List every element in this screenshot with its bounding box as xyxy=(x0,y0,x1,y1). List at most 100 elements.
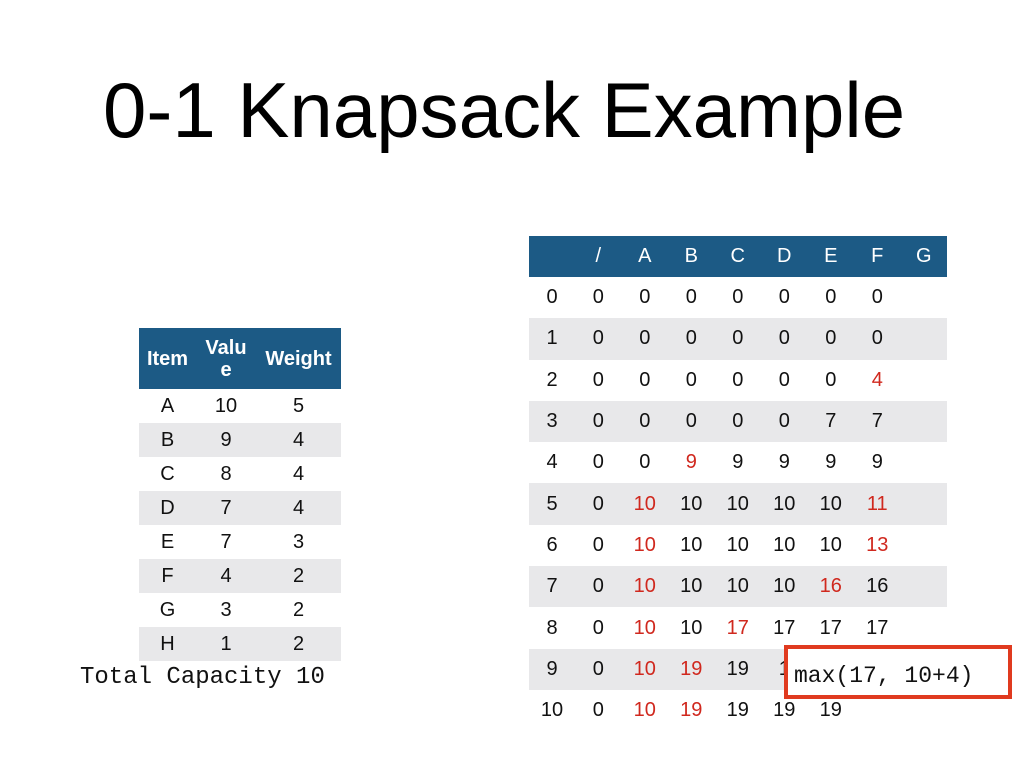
dp-value-cell: 10 xyxy=(680,616,703,639)
dp-value-cell xyxy=(901,360,948,401)
dp-value-cell: 10 xyxy=(633,616,656,639)
dp-value-cell: 16 xyxy=(807,566,854,608)
dp-header-cell: F xyxy=(854,236,901,277)
item-weight-cell: 4 xyxy=(292,462,305,485)
item-value-cell: 4 xyxy=(196,559,256,593)
dp-value-cell: 0 xyxy=(685,368,697,391)
item-item-cell: C xyxy=(160,462,175,485)
dp-value-cell: 10 xyxy=(807,483,854,525)
dp-header-cell: B xyxy=(668,236,715,277)
dp-value-cell: 13 xyxy=(866,533,889,556)
dp-value-cell: 0 xyxy=(714,400,761,443)
dp-value-cell xyxy=(900,400,947,443)
dp-value-cell: 16 xyxy=(854,566,901,608)
item-value-cell: 8 xyxy=(220,462,232,485)
item-header: Item xyxy=(139,328,196,389)
item-weight-cell: 2 xyxy=(256,559,341,593)
dp-value-cell: 0 xyxy=(592,533,604,556)
dp-capacity-cell: 8 xyxy=(546,616,558,639)
item-value-cell: 10 xyxy=(214,394,238,417)
dp-value-cell: 17 xyxy=(773,616,796,639)
item-value-cell: 9 xyxy=(196,423,256,457)
dp-capacity-cell: 6 xyxy=(546,533,558,556)
dp-value-cell: 0 xyxy=(592,616,604,639)
dp-value-cell: 0 xyxy=(621,318,668,360)
dp-capacity-cell: 7 xyxy=(529,566,575,608)
items-header-row: Item Valu e Weight xyxy=(139,328,341,389)
dp-value-cell: 19 xyxy=(773,699,796,722)
dp-capacity-cell: 5 xyxy=(529,483,575,525)
dp-capacity-cell: 2 xyxy=(546,368,558,391)
dp-value-cell: 10 xyxy=(668,566,715,608)
dp-value-cell xyxy=(900,483,947,525)
dp-capacity-cell: 1 xyxy=(529,318,575,360)
item-value-cell: 1 xyxy=(196,627,256,661)
max-callout: max(17, 10+4) xyxy=(784,645,1012,699)
dp-value-cell: 4 xyxy=(871,368,883,391)
dp-value-cell: 0 xyxy=(575,318,622,360)
dp-capacity-cell: 10 xyxy=(540,699,564,722)
dp-value-cell: 0 xyxy=(871,286,883,309)
dp-value-cell: 19 xyxy=(668,648,715,690)
item-item-cell: E xyxy=(160,530,175,553)
dp-value-cell: 19 xyxy=(819,699,842,722)
dp-value-cell xyxy=(901,442,948,483)
dp-value-cell: 7 xyxy=(807,400,854,443)
item-weight-cell: 5 xyxy=(292,394,305,417)
item-item-cell: B xyxy=(139,423,196,457)
dp-value-cell xyxy=(901,607,948,648)
dp-value-cell: 0 xyxy=(592,699,604,722)
dp-value-cell: 0 xyxy=(575,566,622,608)
item-weight-cell: 2 xyxy=(292,598,305,621)
dp-value-cell: 10 xyxy=(819,533,842,556)
item-item-cell: A xyxy=(160,394,175,417)
dp-header-cell xyxy=(529,236,575,277)
dp-header-cell: G xyxy=(900,236,947,277)
total-capacity-label: Total Capacity 10 xyxy=(80,664,325,691)
item-item-cell: F xyxy=(139,559,196,593)
dp-value-cell: 10 xyxy=(714,483,761,525)
dp-capacity-cell: 3 xyxy=(529,400,575,443)
dp-value-cell: 9 xyxy=(825,451,837,474)
dp-value-cell: 9 xyxy=(732,451,744,474)
item-row: E 7 3 xyxy=(139,525,341,559)
dp-value-cell: 0 xyxy=(575,400,622,443)
dp-value-cell: 19 xyxy=(726,699,749,722)
dp-value-cell: 10 xyxy=(761,483,808,525)
item-weight-cell: 2 xyxy=(256,627,341,661)
item-value-cell: 7 xyxy=(196,491,256,525)
value-header-line1: Valu xyxy=(205,336,247,359)
dp-value-cell: 10 xyxy=(680,533,703,556)
dp-value-cell: 0 xyxy=(668,318,715,360)
dp-value-cell: 0 xyxy=(778,286,790,309)
dp-value-cell: 0 xyxy=(621,400,668,443)
dp-value-cell: 0 xyxy=(825,286,837,309)
dp-value-cell: 0 xyxy=(639,286,651,309)
dp-value-cell: 0 xyxy=(714,318,761,360)
dp-value-cell: 17 xyxy=(866,616,889,639)
item-row: A 10 5 xyxy=(139,389,341,423)
dp-value-cell: 0 xyxy=(807,318,854,360)
dp-header-cell: C xyxy=(714,236,761,277)
item-weight-cell: 3 xyxy=(292,530,305,553)
dp-value-cell: 9 xyxy=(685,451,697,474)
dp-capacity-cell: 4 xyxy=(546,451,558,474)
item-weight-cell: 4 xyxy=(256,423,341,457)
item-value-cell: 7 xyxy=(220,530,232,553)
dp-value-cell: 10 xyxy=(633,533,656,556)
dp-value-cell: 10 xyxy=(621,483,668,525)
